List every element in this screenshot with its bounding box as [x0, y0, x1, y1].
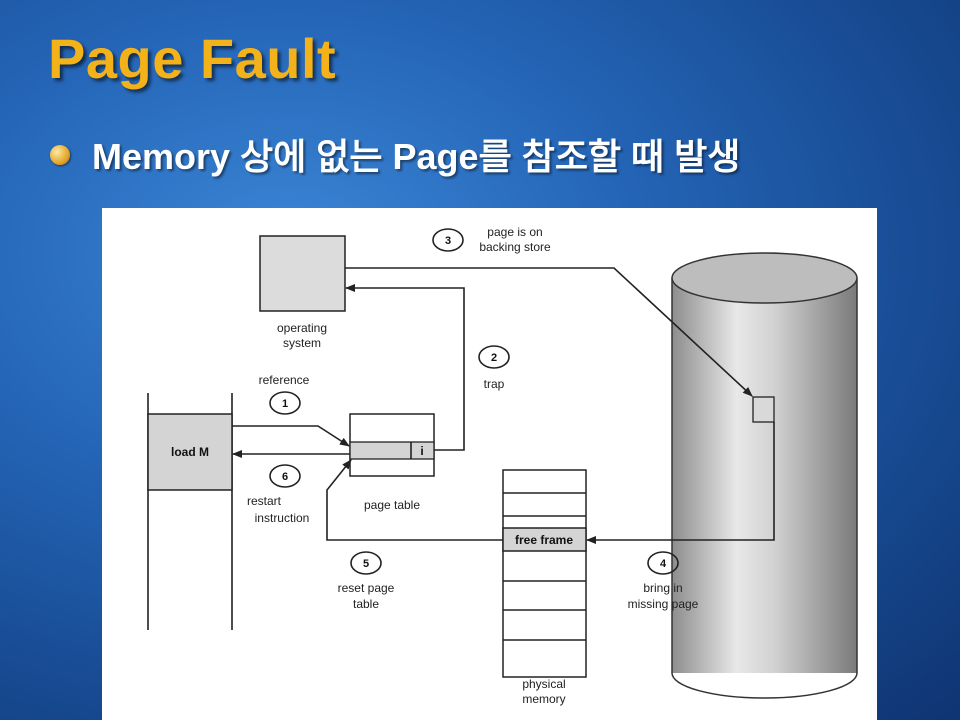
step-5-number: 5	[363, 558, 369, 570]
arrow-step1-reference	[232, 425, 350, 447]
load-m-instruction	[147, 413, 233, 491]
bullet-item: Memory 상에 없는 Page를 참조할 때 발생	[50, 128, 740, 180]
step-2-label: trap	[484, 377, 505, 391]
os-label-line2: system	[283, 336, 321, 350]
step-6-label-2: instruction	[255, 511, 310, 525]
step-1-number: 1	[282, 398, 288, 410]
step-6-circle	[269, 464, 301, 488]
page-fault-diagram: operating system load M i page table	[102, 208, 877, 720]
step-5-label-1: reset page	[338, 581, 395, 595]
arrow-step4-bring-in	[586, 422, 775, 544]
step-4-circle	[647, 551, 679, 575]
step-3-label-1: page is on	[487, 225, 542, 239]
step-4-label-1: bring in	[643, 581, 682, 595]
step-6-number: 6	[282, 471, 288, 483]
operating-system-box	[259, 235, 346, 312]
slide-title: Page Fault	[48, 27, 337, 90]
physical-memory-label-1: physical	[522, 677, 565, 691]
step-2-circle	[478, 345, 510, 369]
step-4-label-2: missing page	[628, 597, 699, 611]
bullet-dot-icon	[50, 145, 70, 165]
step-3-label-2: backing store	[479, 240, 551, 254]
bullet-text: Memory 상에 없는 Page를 참조할 때 발생	[92, 136, 741, 177]
step-1-circle	[269, 391, 301, 415]
diagram-svg: operating system load M i page table	[147, 225, 858, 706]
arrow-step5-reset	[326, 459, 503, 541]
step-1-label: reference	[259, 373, 310, 387]
step-3-circle	[432, 228, 464, 252]
step-5-circle	[350, 551, 382, 575]
free-frame-label: free frame	[515, 533, 573, 547]
step-6-label-1: restart	[247, 494, 282, 508]
page-table-label: page table	[364, 498, 420, 512]
physical-memory	[502, 469, 587, 678]
step-4-number: 4	[660, 558, 667, 570]
page-table-valid-bit: i	[420, 444, 423, 458]
arrow-step2-trap	[345, 284, 465, 451]
backing-store-disk	[671, 252, 858, 699]
os-label-line1: operating	[277, 321, 327, 335]
step-2-number: 2	[491, 352, 497, 364]
arrow-step3-backing-store	[345, 267, 753, 397]
missing-page-block	[752, 396, 775, 423]
step-3-number: 3	[445, 235, 451, 247]
step-5-label-2: table	[353, 597, 379, 611]
physical-memory-label-2: memory	[522, 692, 565, 706]
load-m-label: load M	[171, 445, 209, 459]
